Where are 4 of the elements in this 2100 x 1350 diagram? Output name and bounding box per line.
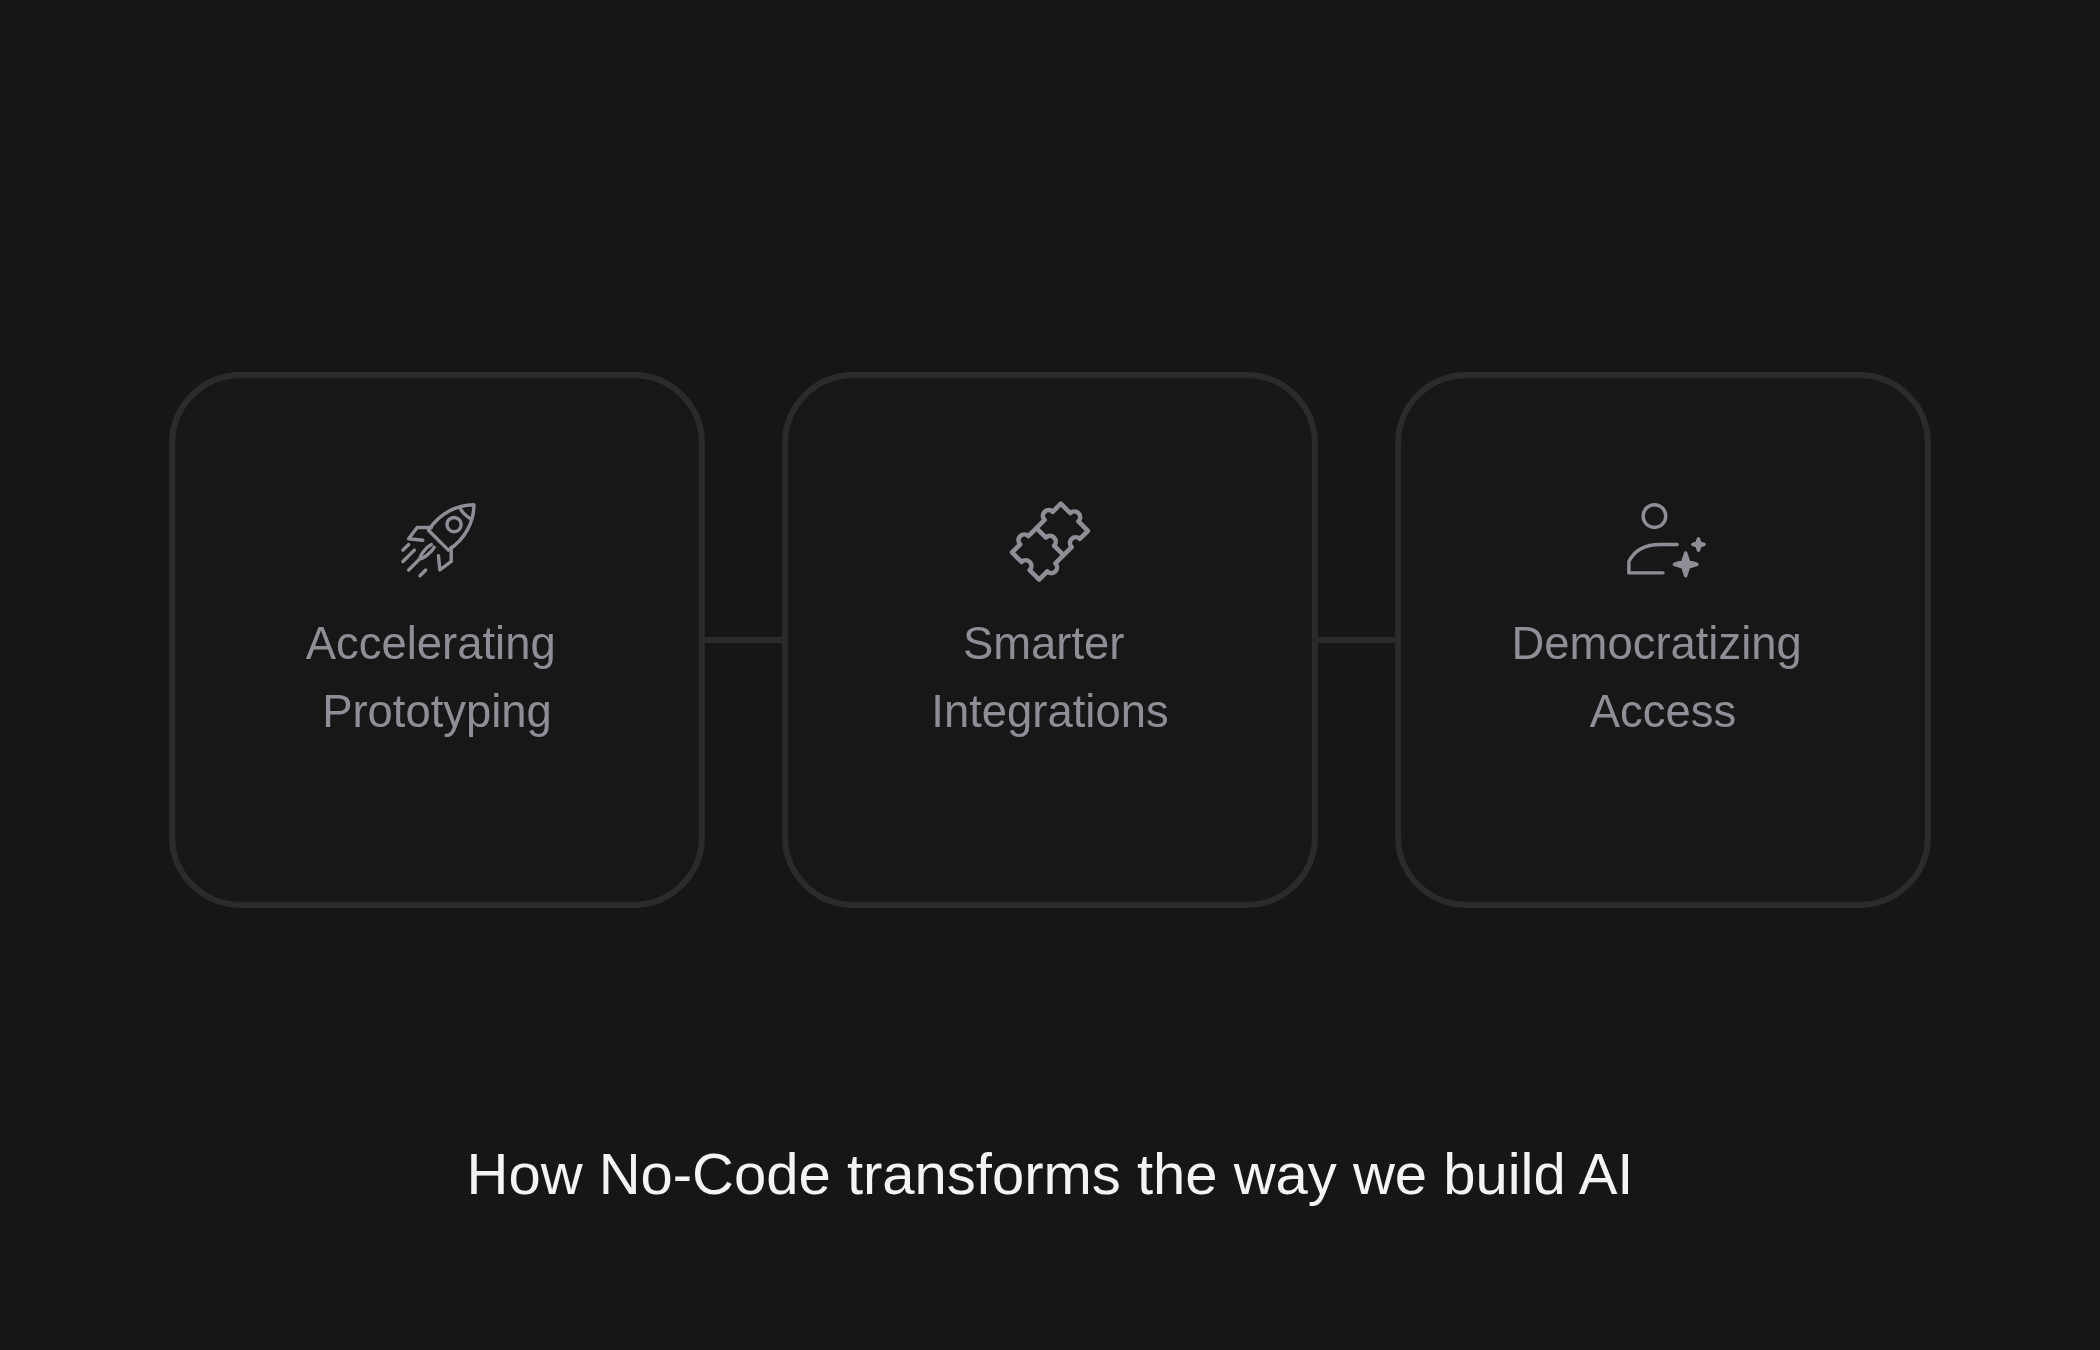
- node-box: Smarter Integrations: [782, 372, 1318, 908]
- node-box: Democratizing Access: [1395, 372, 1931, 908]
- caption: How No-Code transforms the way we build AI: [466, 1141, 1634, 1206]
- node-box: Accelerating Prototyping: [169, 372, 705, 908]
